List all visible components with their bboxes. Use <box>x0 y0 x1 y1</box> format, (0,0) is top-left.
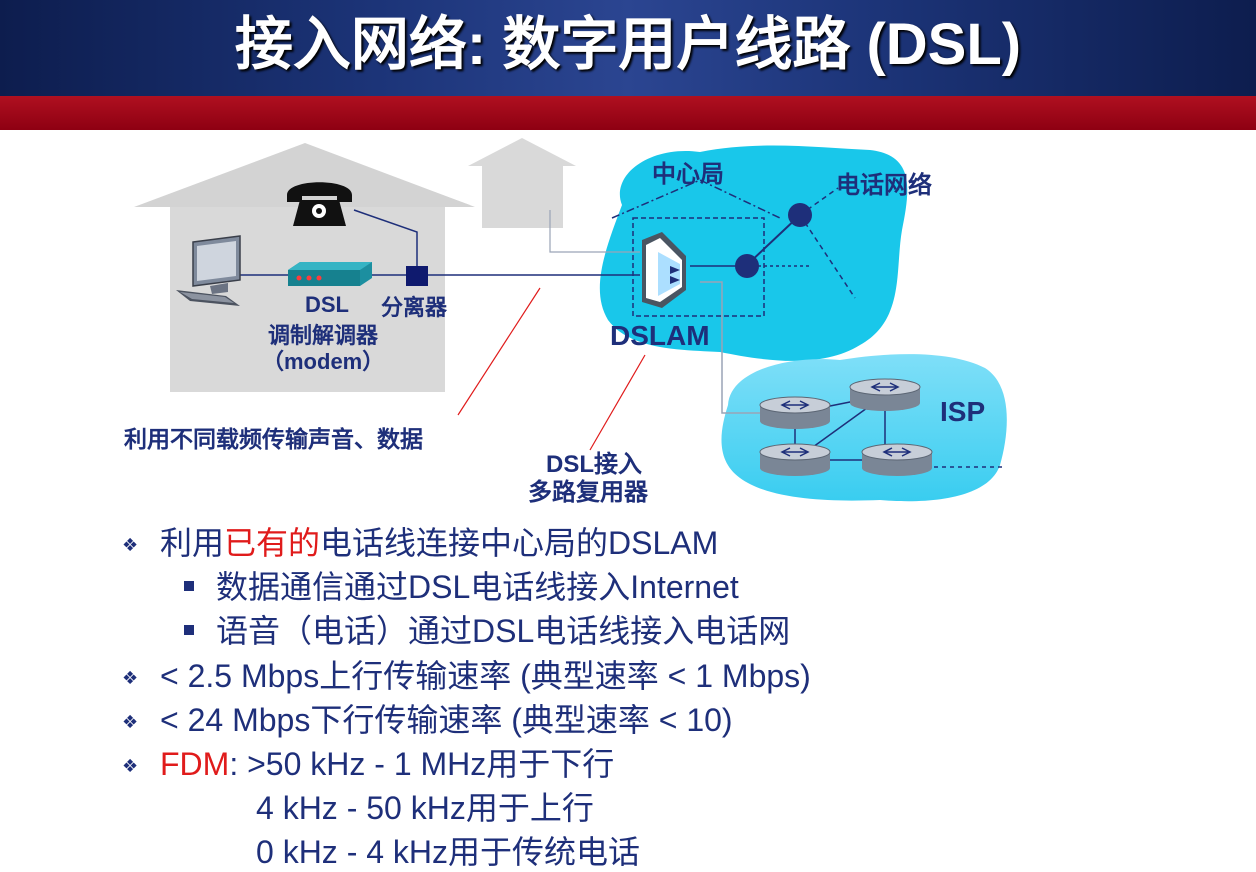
router-icon <box>849 378 921 411</box>
square-bullet-icon <box>184 625 194 635</box>
dsl-diagram <box>134 138 1007 502</box>
dslam-label: DSLAM <box>610 320 710 351</box>
highlight-text: 已有的 <box>224 525 321 561</box>
telephone-icon <box>287 182 352 226</box>
phone-switch-node <box>735 254 759 278</box>
sub-bullet-item: 语音（电话）通过DSL电话线接入电话网 <box>184 611 790 651</box>
bullet-item: ❖ 利用已有的电话线连接中心局的DSLAM <box>122 523 718 563</box>
second-house <box>468 138 576 228</box>
page-title: 接入网络: 数字用户线路 (DSL) <box>234 12 1022 77</box>
dsl-modem-label-2: 调制解调器 <box>268 323 379 348</box>
telephone-network-label: 电话网络 <box>836 172 932 199</box>
isp-label: ISP <box>940 396 986 427</box>
title-bar <box>0 0 1256 96</box>
bullet-item: ❖ FDM: >50 kHz - 1 MHz用于下行 <box>122 744 614 784</box>
splitter-label: 分离器 <box>381 295 448 320</box>
dsl-modem-device <box>288 262 372 286</box>
dslam-desc-label-1: DSL接入 <box>546 451 642 478</box>
dslam-desc-label-2: 多路复用器 <box>528 479 648 506</box>
computer-icon <box>176 235 241 306</box>
dsl-modem-label-1: DSL <box>305 292 349 317</box>
diamond-bullet-icon: ❖ <box>122 712 139 732</box>
fdm-detail-line: 4 kHz - 50 kHz用于上行 <box>256 790 594 826</box>
sub-bullet-item: 数据通信通过DSL电话线接入Internet <box>184 567 739 607</box>
diamond-bullet-icon: ❖ <box>122 756 139 776</box>
central-office-label: 中心局 <box>652 161 724 188</box>
router-icon <box>759 396 831 429</box>
diamond-bullet-icon: ❖ <box>122 535 139 555</box>
bullet-item: ❖ < 24 Mbps下行传输速率 (典型速率 < 10) <box>122 700 733 740</box>
splitter-device <box>406 266 428 286</box>
frequency-note-label: 利用不同载频传输声音、数据 <box>124 426 423 452</box>
fdm-detail-line: 0 kHz - 4 kHz用于传统电话 <box>256 834 641 870</box>
title-underline-bar <box>0 96 1256 130</box>
square-bullet-icon <box>184 581 194 591</box>
central-office-box <box>632 217 765 317</box>
diamond-bullet-icon: ❖ <box>122 668 139 688</box>
fdm-label: FDM <box>160 746 230 782</box>
telephone-network-cloud <box>599 145 908 361</box>
router-icon <box>861 443 933 476</box>
bullet-item: ❖ < 2.5 Mbps上行传输速率 (典型速率 < 1 Mbps) <box>122 656 811 696</box>
router-icon <box>759 443 831 476</box>
dslam-device <box>642 232 686 308</box>
phone-switch-node <box>788 203 812 227</box>
dsl-modem-label-3: （modem） <box>262 349 385 374</box>
